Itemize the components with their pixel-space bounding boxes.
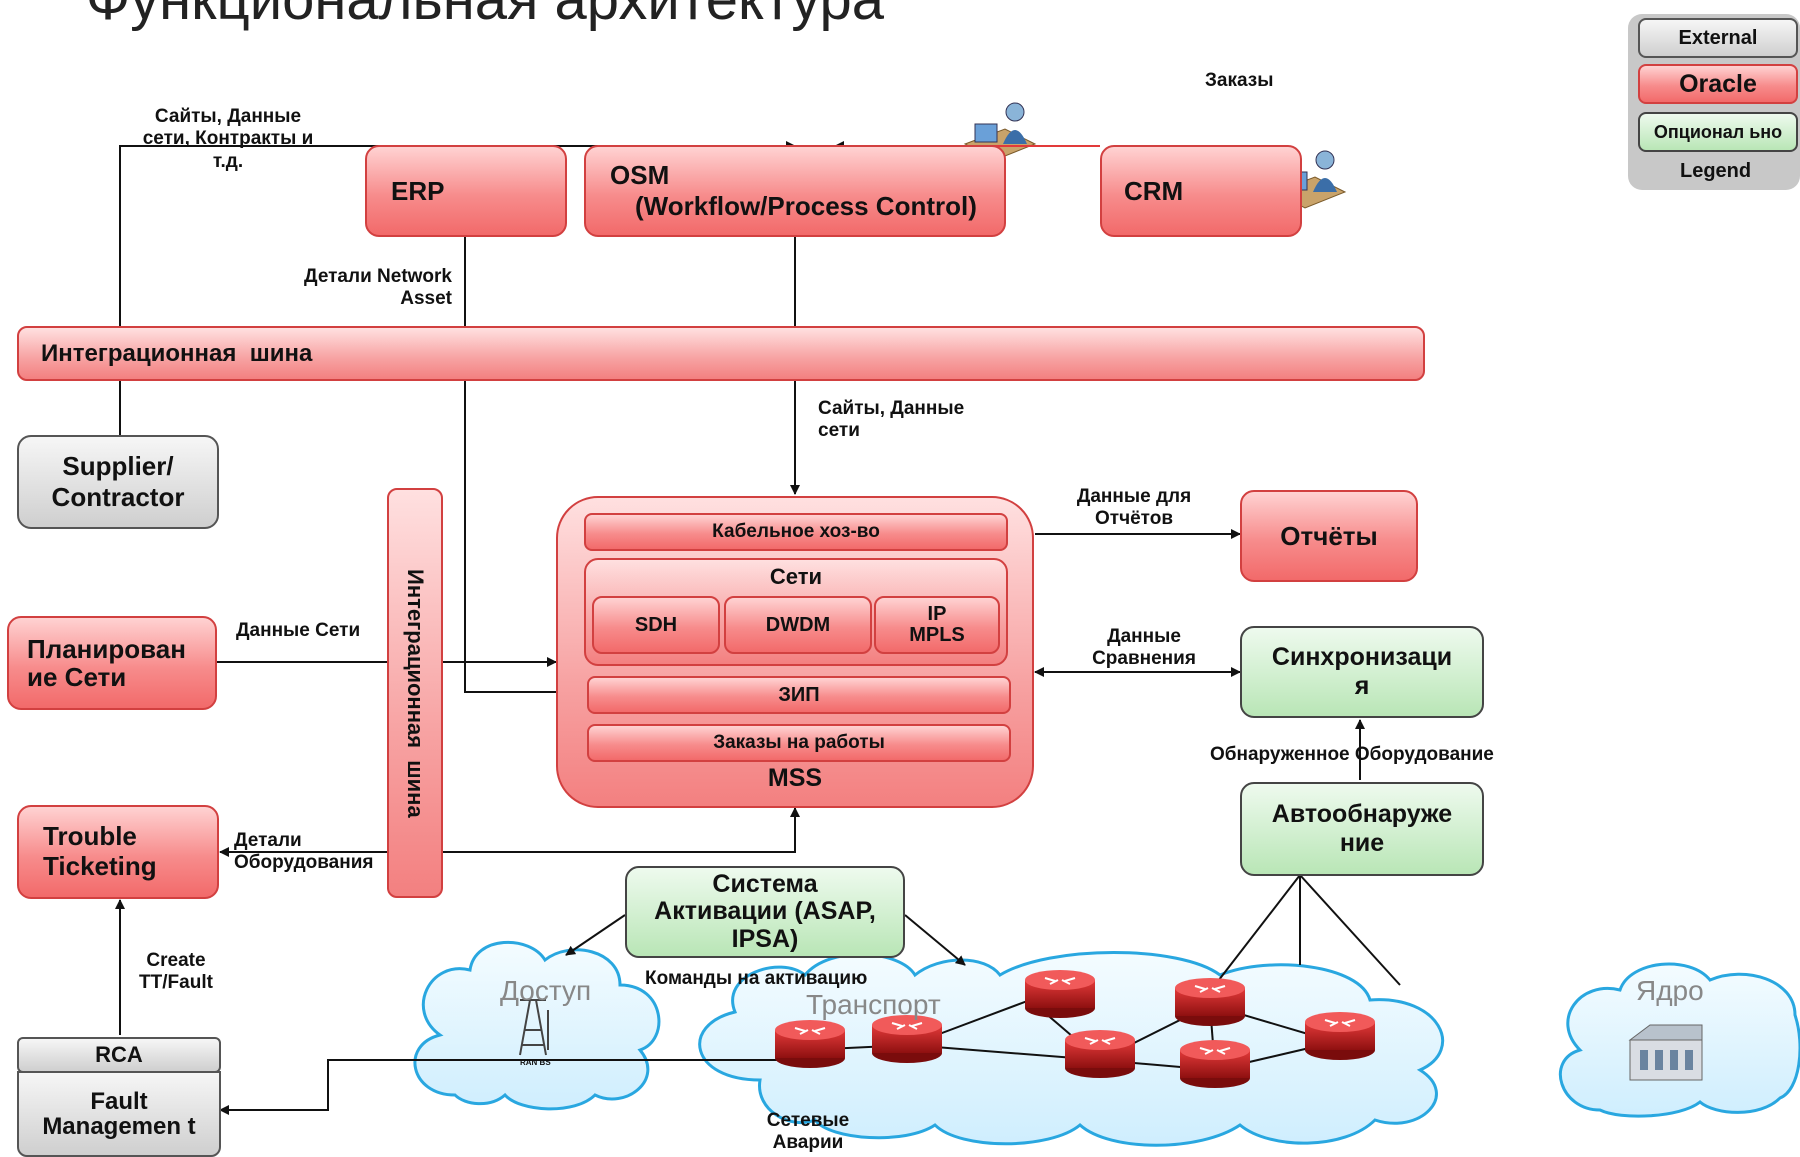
integration-bus-label: Интеграционная шина — [41, 339, 313, 367]
legend-optional: Опционал ьно — [1638, 112, 1798, 152]
erp-box[interactable]: ERP — [365, 145, 567, 237]
fault-management-label: Fault Managemen t — [42, 1087, 196, 1140]
legend-oracle: Oracle — [1638, 64, 1798, 104]
mss-ipmpls-box[interactable]: IP MPLS — [874, 596, 1000, 654]
router-icon — [1305, 1012, 1375, 1060]
rca-box[interactable]: RCA — [17, 1037, 221, 1073]
reports-box[interactable]: Отчёты — [1240, 490, 1418, 582]
label-activation-commands: Команды на активацию — [645, 968, 868, 989]
planning-box[interactable]: Планирован ие Сети — [7, 616, 217, 710]
planning-label: Планирован ие Сети — [27, 633, 186, 692]
transport-routers — [775, 970, 1375, 1088]
label-network-alarms: Сетевые Аварии — [766, 1110, 850, 1154]
cloud-access-label: Доступ — [500, 975, 592, 1006]
mss-container[interactable]: Кабельное хоз-во Сети SDH DWDM IP MPLS З… — [556, 496, 1034, 808]
autodiscovery-box[interactable]: Автообнаруже ние — [1240, 782, 1484, 876]
trouble-ticketing-label: Trouble Ticketing — [43, 821, 157, 881]
crm-label: CRM — [1124, 175, 1184, 206]
mss-sdh-box[interactable]: SDH — [592, 596, 720, 654]
supplier-label: Supplier/ Contractor — [51, 451, 185, 512]
router-icon — [775, 1020, 845, 1068]
router-icon — [1175, 978, 1245, 1026]
legend: External Oracle Опционал ьно Legend — [1628, 14, 1800, 190]
trouble-ticketing-box[interactable]: Trouble Ticketing — [17, 805, 219, 899]
core-building-icon — [1628, 1024, 1703, 1081]
autodiscovery-label: Автообнаруже ние — [1271, 800, 1453, 857]
router-icon — [1180, 1040, 1250, 1088]
label-sites-data-contracts: Сайты, Данные сети, Контракты и т.д. — [142, 106, 314, 172]
integration-bus-horizontal[interactable]: Интеграционная шина — [17, 326, 1425, 381]
router-icon — [872, 1015, 942, 1063]
mss-label: MSS — [767, 764, 823, 792]
label-orders-top: Заказы — [1205, 70, 1274, 91]
supplier-box[interactable]: Supplier/ Contractor — [17, 435, 219, 529]
ran-bs-tower-icon — [519, 999, 549, 1056]
erp-label: ERP — [391, 175, 445, 206]
sync-box[interactable]: Синхронизаци я — [1240, 626, 1484, 718]
label-sites-data: Сайты, Данные сети — [818, 398, 965, 442]
cloud-transport-label: Транспорт — [806, 989, 941, 1020]
legend-label: Legend — [1680, 160, 1752, 182]
mss-zip-box[interactable]: ЗИП — [587, 676, 1011, 714]
label-equipment-details: Детали Оборудования — [234, 830, 374, 874]
mss-dwdm-box[interactable]: DWDM — [724, 596, 872, 654]
ran-bs-label: RAN BS — [520, 1058, 551, 1067]
label-report-data: Данные для Отчётов — [1076, 486, 1192, 530]
legend-external: External — [1638, 18, 1798, 58]
label-discovered-equipment: Обнаруженное Оборудование — [1210, 744, 1494, 765]
label-compare-data: Данные Сравнения — [1092, 626, 1196, 670]
mss-networks-label: Сети — [769, 564, 823, 589]
connector-lines — [115, 141, 1365, 1115]
integration-bus-vertical-label: Интеграционная шина — [403, 568, 428, 818]
mss-cable-box[interactable]: Кабельное хоз-во — [584, 513, 1008, 551]
reports-label: Отчёты — [1280, 520, 1378, 551]
mss-orders-box[interactable]: Заказы на работы — [587, 724, 1011, 762]
rca-label: RCA — [95, 1042, 143, 1067]
label-create-tt: Create TT/Fault — [139, 950, 213, 994]
osm-sublabel: (Workflow/Process Control) — [635, 191, 977, 221]
router-icon — [1065, 1030, 1135, 1078]
router-icon — [1025, 970, 1095, 1018]
crm-box[interactable]: CRM — [1100, 145, 1302, 237]
cloud-access — [413, 940, 661, 1111]
activation-box[interactable]: Система Активации (ASAP, IPSA) — [625, 866, 905, 958]
label-network-asset: Детали Network Asset — [304, 266, 452, 310]
page-title: Функциональная архитектура — [86, 0, 884, 33]
label-network-data: Данные Сети — [236, 620, 361, 641]
sync-label: Синхронизаци я — [1271, 643, 1453, 700]
osm-label: OSM — [610, 160, 670, 190]
fault-management-box[interactable]: Fault Managemen t — [17, 1071, 221, 1157]
mss-networks-box[interactable]: Сети SDH DWDM IP MPLS — [584, 558, 1008, 666]
cloud-core-label: Ядро — [1636, 975, 1704, 1006]
osm-box[interactable]: OSM (Workflow/Process Control) — [584, 145, 1006, 237]
activation-label: Система Активации (ASAP, IPSA) — [654, 869, 876, 953]
integration-bus-vertical[interactable]: Интеграционная шина — [387, 488, 443, 898]
